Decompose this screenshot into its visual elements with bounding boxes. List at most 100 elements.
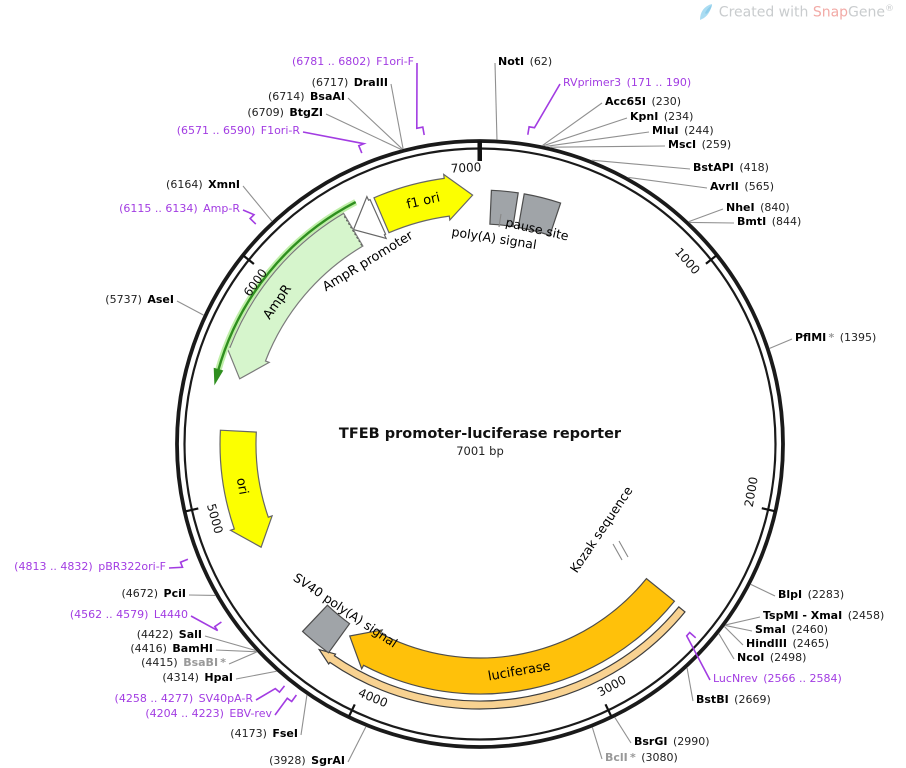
leader-MluI <box>546 131 650 147</box>
enzyme-label-NcoI: NcoI (2498) <box>737 651 806 664</box>
leader-AseI <box>176 300 204 316</box>
leader-NcoI <box>718 633 735 660</box>
feature-luciferase <box>348 577 676 695</box>
enzyme-label-PciI: (4672) PciI <box>121 587 186 600</box>
leader-FseI <box>300 695 308 736</box>
leader-BstAPI <box>591 159 691 170</box>
enzyme-label-DraIII: (6717) DraIII <box>312 76 388 89</box>
enzyme-label-MscI: MscI (259) <box>668 138 731 151</box>
ampr-gene-arrowhead <box>213 367 224 386</box>
leader-TspMI - XmaI <box>725 616 761 626</box>
enzyme-label-BclI: BclI * (3080) <box>605 751 678 764</box>
enzyme-label-KpnI: KpnI (234) <box>630 110 693 123</box>
tick-5000 <box>184 507 199 513</box>
primer-label-LucNrev: LucNrev (2566 .. 2584) <box>713 672 842 685</box>
primer-marker-EBV-rev <box>274 694 298 716</box>
ampr-gene-arc <box>216 201 357 373</box>
primer-marker-LucNrev <box>685 631 711 681</box>
enzyme-label-BstAPI: BstAPI (418) <box>693 161 769 174</box>
tick-label-1000: 1000 <box>672 245 703 277</box>
upstream-polya-box <box>489 189 519 228</box>
leader-BmtI <box>689 221 735 224</box>
enzyme-label-SalI: (4422) SalI <box>137 628 202 641</box>
primer-label-F1ori-R: (6571 .. 6590) F1ori-R <box>177 124 301 137</box>
leader-BsaBI <box>228 651 258 665</box>
enzyme-label-SgrAI: (3928) SgrAI <box>269 754 345 767</box>
leader-DraIII <box>390 83 404 149</box>
tick-label-2000: 2000 <box>742 476 761 509</box>
primer-label-Amp-R: (6115 .. 6134) Amp-R <box>119 202 240 215</box>
small-leader-2 <box>618 540 629 558</box>
enzyme-label-HindIII: HindIII (2465) <box>746 637 829 650</box>
leader-BtgZI <box>325 113 402 150</box>
leader-BsaAI <box>347 97 403 150</box>
leader-XmnI <box>242 185 273 222</box>
leader-PflMI <box>769 338 793 349</box>
sv40-polya-box <box>301 604 351 654</box>
leader-NotI <box>494 62 498 140</box>
leader-MscI <box>550 145 666 148</box>
primer-marker-F1ori-F <box>415 62 425 136</box>
enzyme-label-BlpI: BlpI (2283) <box>778 588 844 601</box>
enzyme-label-AvrII: AvrII (565) <box>710 180 774 193</box>
primer-label-RVprimer3: RVprimer3 (171 .. 190) <box>563 76 691 89</box>
feature-ampr <box>225 212 364 380</box>
enzyme-label-BtgZI: (6709) BtgZI <box>247 106 323 119</box>
enzyme-label-BsaBI: (4415) BsaBI * <box>141 656 226 669</box>
tick-label-5000: 5000 <box>204 502 226 535</box>
tick-6000 <box>242 254 255 265</box>
leader-BclI <box>591 727 603 760</box>
leader-Acc65I <box>542 102 603 146</box>
feature-luc-gene-arc <box>317 606 686 710</box>
enzyme-label-BmtI: BmtI (844) <box>737 215 801 228</box>
leader-SalI <box>204 635 256 652</box>
small-leader-0 <box>498 213 502 228</box>
tick-4000 <box>347 703 356 718</box>
leader-HpaI <box>235 670 277 680</box>
primer-marker-pBR322ori-F <box>168 558 189 569</box>
feature-ori <box>219 429 274 549</box>
leader-HindIII <box>723 626 744 646</box>
leader-BstBI <box>686 667 694 702</box>
snapgene-watermark: Created with SnapGene® <box>699 4 894 21</box>
small-leader-1 <box>612 543 623 561</box>
enzyme-label-BsaAI: (6714) BsaAI <box>268 90 345 103</box>
watermark-text: Created with SnapGene® <box>718 4 894 21</box>
primer-marker-SV40pA-R <box>255 685 286 701</box>
tick-2000 <box>761 507 776 513</box>
tick-3000 <box>604 703 613 718</box>
primer-marker-L4440 <box>190 615 222 632</box>
enzyme-label-FseI: (4173) FseI <box>230 727 298 740</box>
enzyme-label-PflMI: PflMI * (1395) <box>795 331 876 344</box>
leader-SmaI <box>725 624 753 632</box>
sv40-polya-label: SV40 poly(A) signal <box>291 570 401 651</box>
leader-SgrAI <box>347 726 367 763</box>
enzyme-label-NotI: NotI (62) <box>498 55 552 68</box>
ampr-promoter-divider <box>342 214 363 246</box>
primer-label-EBV-rev: (4204 .. 4223) EBV-rev <box>145 707 272 720</box>
tick-label-7000: 7000 <box>451 160 482 176</box>
primer-label-F1ori-F: (6781 .. 6802) F1ori-F <box>292 55 414 68</box>
enzyme-label-BsrGI: BsrGI (2990) <box>634 735 710 748</box>
leader-NheI <box>688 208 724 223</box>
enzyme-label-MluI: MluI (244) <box>652 124 714 137</box>
enzyme-label-BamHI: (4416) BamHI <box>130 642 213 655</box>
leader-AvrII <box>628 176 708 189</box>
snapgene-logo-icon <box>699 4 712 20</box>
enzyme-label-TspMI - XmaI: TspMI - XmaI (2458) <box>763 609 884 622</box>
primer-marker-RVprimer3 <box>527 83 561 135</box>
enzyme-label-XmnI: (6164) XmnI <box>166 178 240 191</box>
feature-ampr-promoter <box>352 195 388 240</box>
feature-label-ori: ori <box>233 477 251 496</box>
leader-BamHI <box>215 649 257 653</box>
enzyme-label-AseI: (5737) AseI <box>105 293 174 306</box>
primer-marker-Amp-R <box>242 209 257 225</box>
primer-label-SV40pA-R: (4258 .. 4277) SV40pA-R <box>115 692 254 705</box>
tick-1000 <box>705 254 718 265</box>
enzyme-label-SmaI: SmaI (2460) <box>755 623 828 636</box>
primer-marker-F1ori-R <box>302 131 367 154</box>
enzyme-label-NheI: NheI (840) <box>726 201 790 214</box>
feature-f1-ori <box>373 173 474 234</box>
